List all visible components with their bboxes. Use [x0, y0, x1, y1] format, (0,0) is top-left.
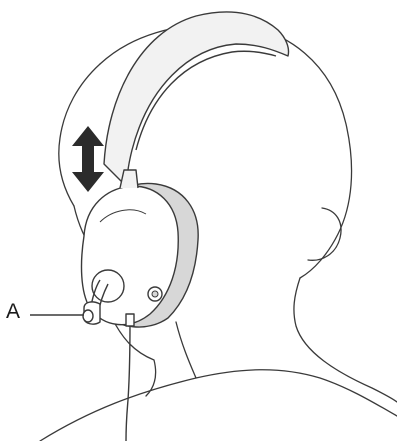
- callout-label-a: A: [6, 301, 21, 322]
- headband: [104, 12, 289, 196]
- adjust-arrow: [72, 126, 104, 192]
